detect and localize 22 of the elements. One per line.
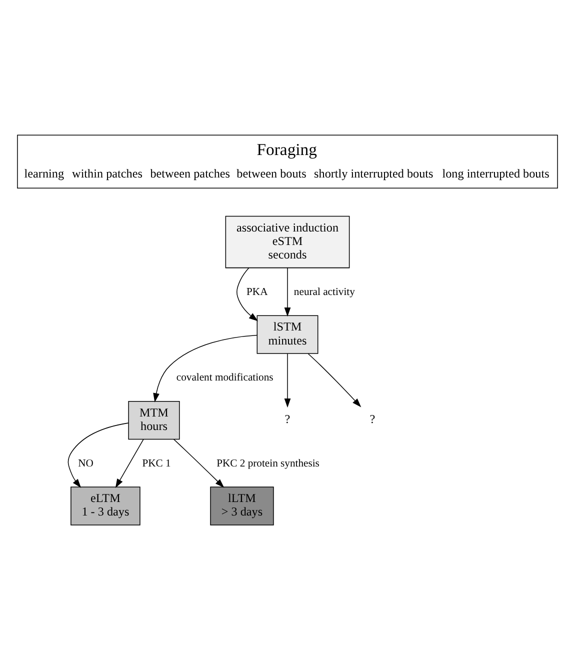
edge-label: covalent modifications [176,372,274,384]
edge-label: PKC 2 protein synthesis [216,458,320,470]
node-box: MTM hours [128,400,180,440]
edge-label: PKA [246,286,268,298]
edge-label: NO [78,458,94,470]
arrow [284,268,291,317]
arrow [68,422,129,488]
arrow [115,438,144,488]
node-text: ? [370,412,376,426]
node-box: associative induction eSTM seconds [225,216,350,268]
arrow [308,353,362,408]
arrow [284,353,291,408]
node-box: lLTM > 3 days [210,486,274,526]
node-text: ? [284,412,290,426]
arrow [236,267,258,322]
arrow [153,334,258,402]
arrow [173,438,224,488]
node-box: lSTM minutes [256,315,318,354]
edge-label: neural activity [294,286,355,298]
edge-label: PKC 1 [142,458,171,470]
node-box: eLTM 1 - 3 days [70,486,140,526]
node-box: Foraging learning within patches between patches between bouts shortly interrupted bouts long interrupted bouts [17,134,558,189]
